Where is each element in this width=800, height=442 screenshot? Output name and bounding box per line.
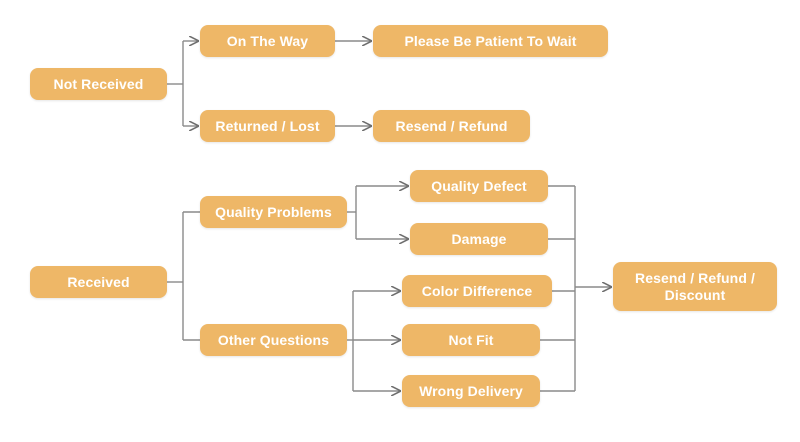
node-wrong-delivery[interactable]: Wrong Delivery — [402, 375, 540, 407]
node-resend-refund-discount[interactable]: Resend / Refund / Discount — [613, 262, 777, 311]
node-received[interactable]: Received — [30, 266, 167, 298]
node-returned-lost[interactable]: Returned / Lost — [200, 110, 335, 142]
node-damage[interactable]: Damage — [410, 223, 548, 255]
node-not-received[interactable]: Not Received — [30, 68, 167, 100]
node-color-difference[interactable]: Color Difference — [402, 275, 552, 307]
node-not-fit[interactable]: Not Fit — [402, 324, 540, 356]
node-please-be-patient-to-wait[interactable]: Please Be Patient To Wait — [373, 25, 608, 57]
node-quality-defect[interactable]: Quality Defect — [410, 170, 548, 202]
node-quality-problems[interactable]: Quality Problems — [200, 196, 347, 228]
node-other-questions[interactable]: Other Questions — [200, 324, 347, 356]
node-on-the-way[interactable]: On The Way — [200, 25, 335, 57]
node-resend-refund[interactable]: Resend / Refund — [373, 110, 530, 142]
